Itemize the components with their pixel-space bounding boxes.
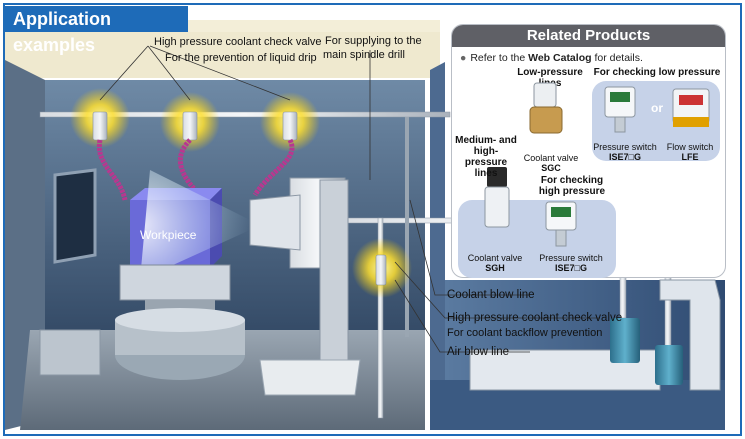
workpiece-label: Workpiece	[140, 228, 197, 242]
web-catalog-link[interactable]: Web Catalog	[528, 52, 592, 64]
web-catalog-note: ●Refer to the Web Catalog for details.	[460, 52, 643, 64]
label-air-blow: Air blow line	[447, 346, 509, 358]
pressure-switch-high-image	[545, 201, 577, 247]
label-check-valve-bottom: High pressure coolant check valve	[447, 312, 623, 324]
label-spindle-2: main spindle drill	[323, 49, 405, 61]
label-spindle-1: For supplying to the	[325, 35, 422, 47]
related-products-panel: Related Products ●Refer to the Web Catal…	[451, 24, 726, 278]
label-liquid-drip: For the prevention of liquid drip	[165, 52, 317, 64]
checking-low-pressure-title: For checking low pressure	[593, 67, 721, 78]
coolant-valve-sgc-image	[529, 82, 563, 134]
coolant-valve-sgh-image	[484, 167, 510, 228]
related-products-heading: Related Products	[452, 25, 725, 47]
pressure-switch-low-image	[604, 86, 636, 133]
figure-border	[3, 3, 742, 436]
figure-title: Application examples	[5, 6, 188, 55]
or-separator: or	[651, 101, 663, 115]
high-pressure-bubble	[458, 200, 616, 278]
flow-switch-lfe-image	[672, 88, 710, 127]
label-check-valve-top: High pressure coolant check valve	[154, 36, 322, 48]
label-backflow: For coolant backflow prevention	[447, 327, 603, 339]
label-coolant-blow: Coolant blow line	[447, 289, 535, 301]
bullet-icon: ●	[460, 52, 467, 64]
